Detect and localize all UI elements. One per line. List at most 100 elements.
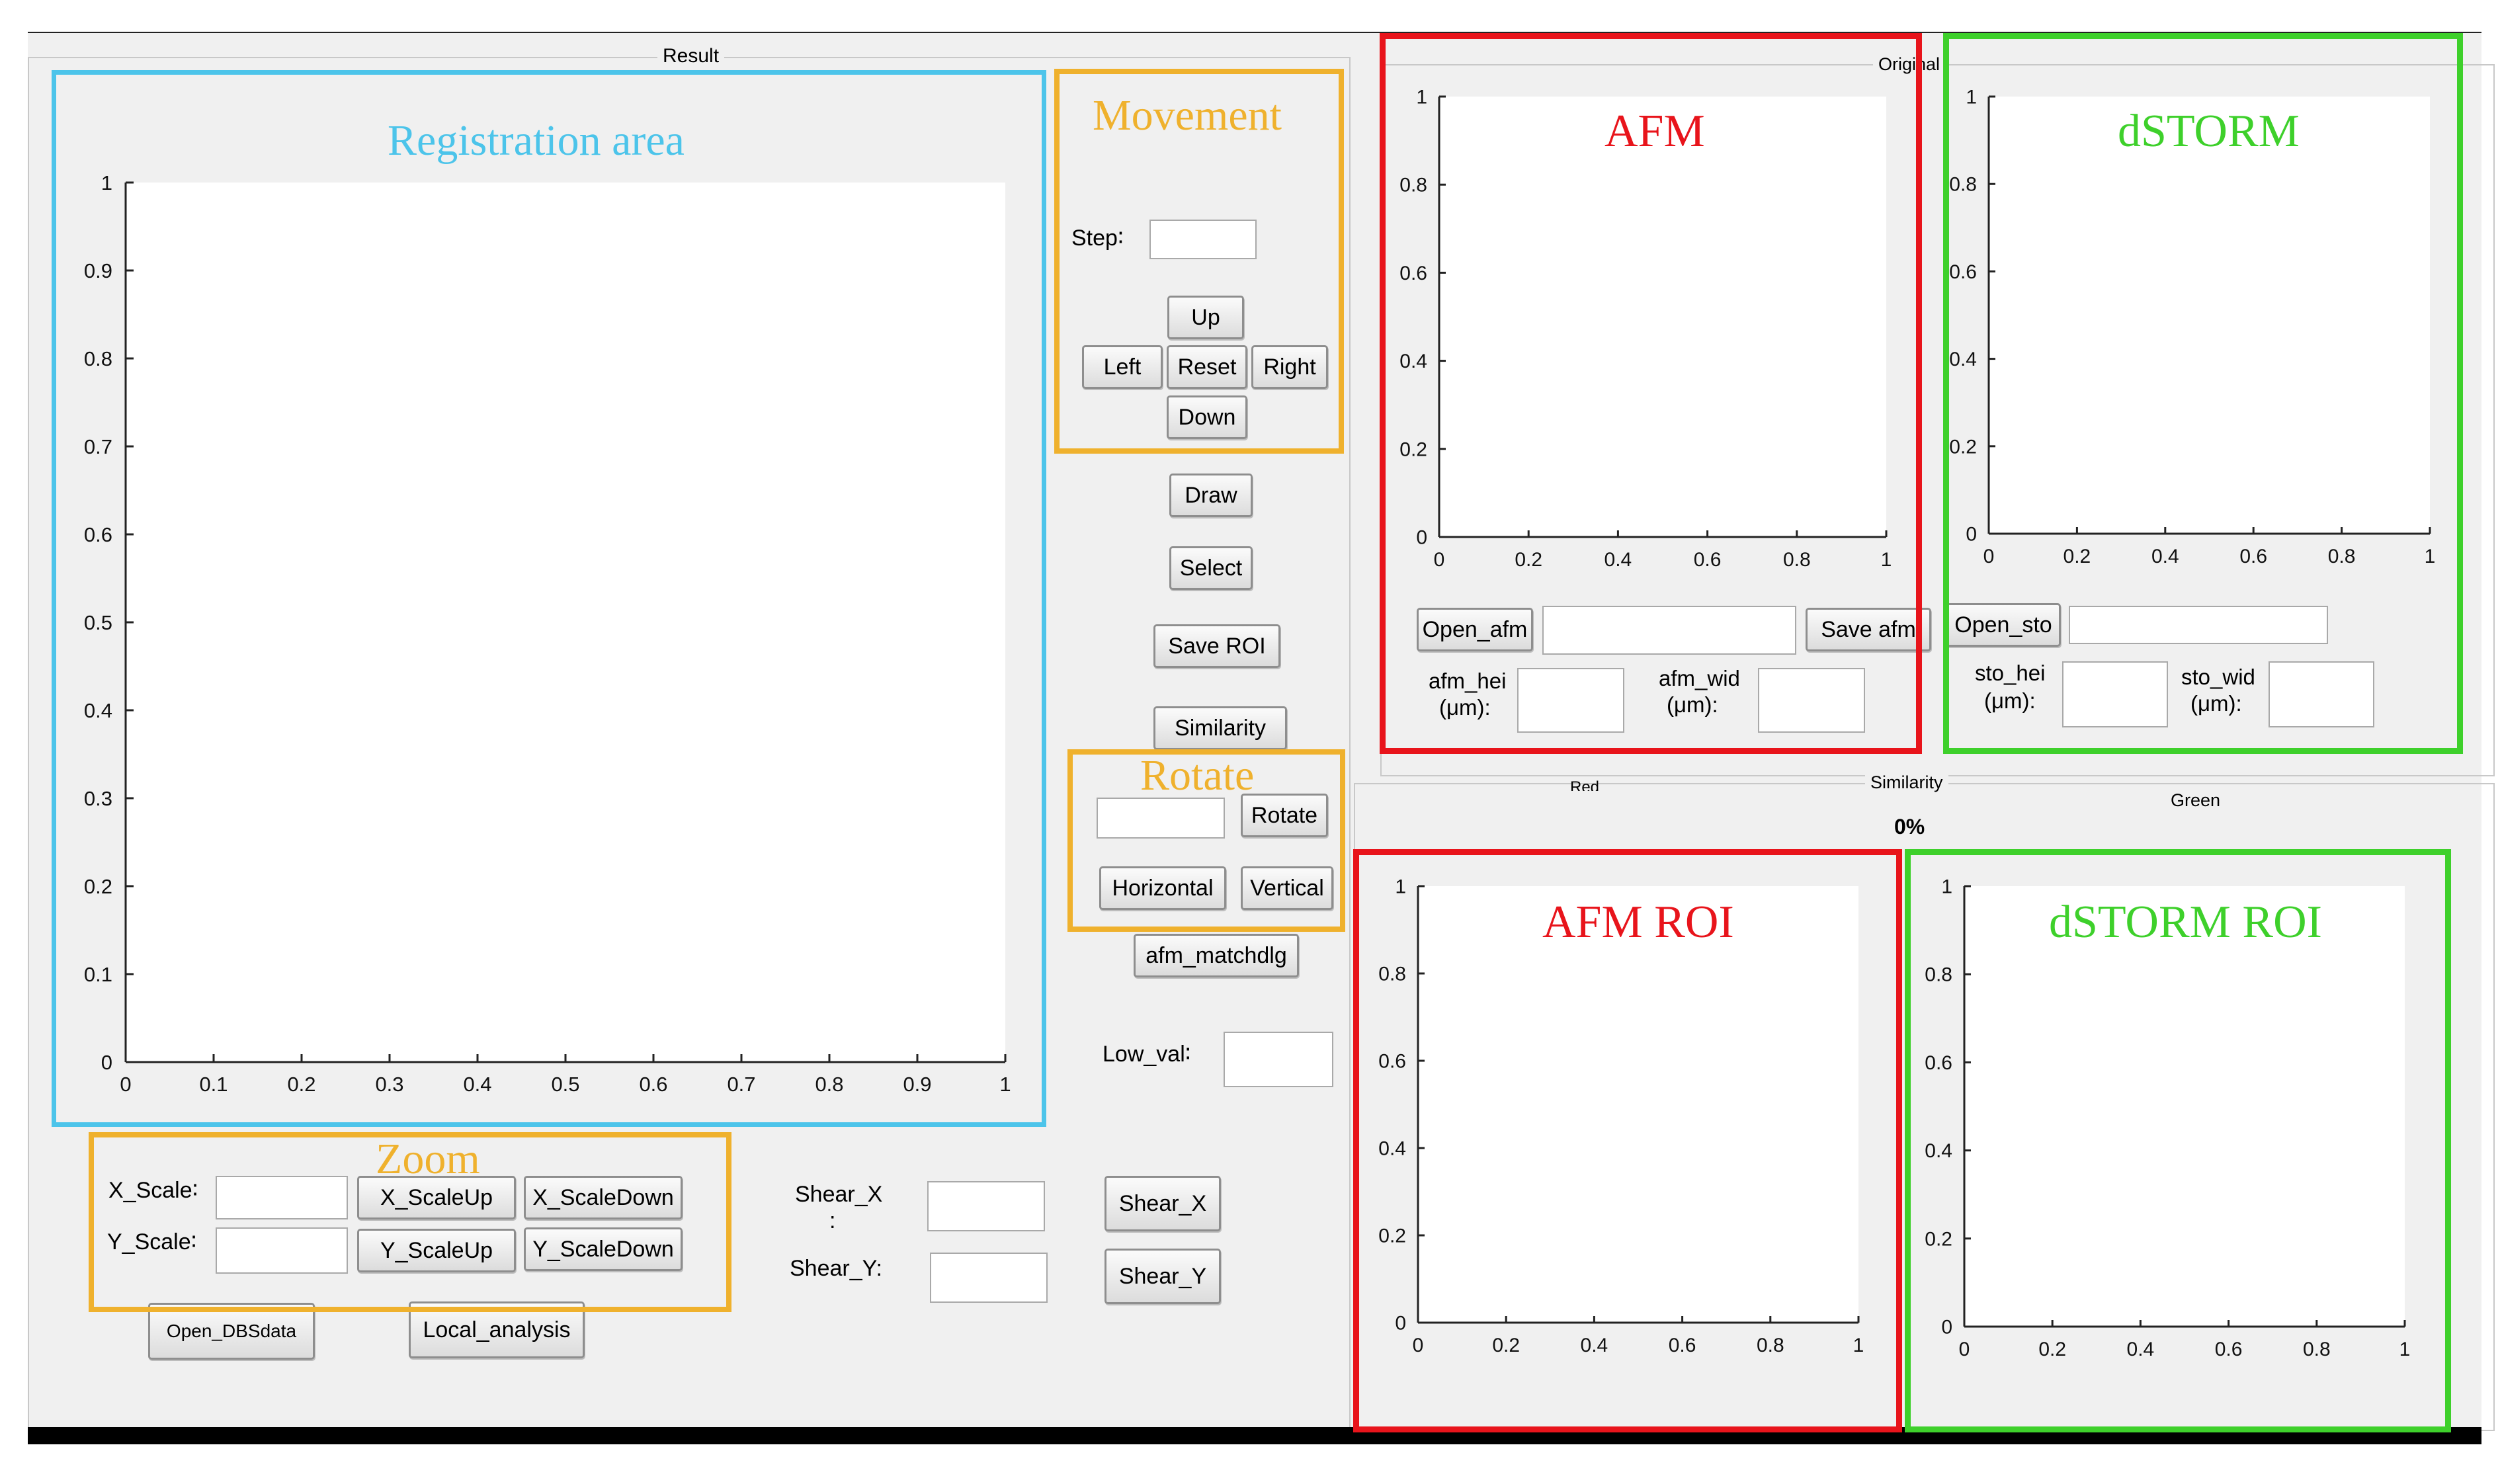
- y-scaledown-button[interactable]: Y_ScaleDown: [524, 1227, 683, 1271]
- sto-hei-input[interactable]: [2062, 661, 2168, 727]
- plot-area: [126, 183, 1005, 1062]
- afm-roi-axes[interactable]: 0 0.2 0.4 0.6 0.8 1 0 0.2 0.4 0.6 0.8 1: [28, 33, 1933, 1389]
- x-tick-label: 0.9: [903, 1073, 931, 1096]
- select-button[interactable]: Select: [1169, 546, 1253, 590]
- open-sto-button[interactable]: Open_sto: [1946, 603, 2061, 647]
- shear-y-button[interactable]: Shear_Y: [1104, 1249, 1221, 1304]
- y-tick-label: 0.6: [1378, 1051, 1406, 1073]
- registration-area-label: Registration area: [388, 116, 685, 165]
- open-afm-button[interactable]: Open_afm: [1417, 608, 1533, 651]
- x-scaleup-button[interactable]: X_ScaleUp: [357, 1176, 516, 1219]
- y-tick-label: 0.2: [1925, 1228, 1952, 1250]
- up-button[interactable]: Up: [1167, 296, 1244, 339]
- draw-button[interactable]: Draw: [1169, 474, 1253, 517]
- y-tick-label: 0.6: [1399, 263, 1427, 284]
- y-tick-label: 0.4: [1949, 349, 1977, 370]
- reset-button[interactable]: Reset: [1167, 345, 1247, 389]
- rotate-label: Rotate: [1140, 751, 1255, 800]
- sto-hei-label-2: (μm):: [1984, 688, 2036, 713]
- result-panel-title: Result: [657, 45, 725, 67]
- y-tick-label: 1: [1416, 87, 1427, 108]
- x-scaledown-button[interactable]: X_ScaleDown: [524, 1176, 683, 1219]
- afm-hei-input[interactable]: [1517, 668, 1624, 733]
- shear-x-input[interactable]: [927, 1181, 1045, 1231]
- y-tick-label: 0.2: [1399, 438, 1427, 460]
- y-tick-label: 0.9: [84, 259, 112, 282]
- y-tick-label: 0.8: [1378, 964, 1406, 985]
- horizontal-button[interactable]: Horizontal: [1099, 866, 1226, 910]
- low-val-input[interactable]: [1224, 1032, 1333, 1087]
- open-dbsdata-button[interactable]: Open_DBSdata: [148, 1303, 315, 1360]
- y-tick-label: 0.4: [1378, 1138, 1406, 1160]
- shear-x-button[interactable]: Shear_X: [1104, 1176, 1221, 1231]
- x-tick-label: 0: [1434, 549, 1445, 571]
- zoom-highlight: [89, 1132, 731, 1312]
- y-tick-label: 0: [1416, 527, 1427, 549]
- rotate-angle-input[interactable]: [1097, 798, 1225, 839]
- y-tick-label: 0.8: [1925, 964, 1952, 986]
- down-button[interactable]: Down: [1167, 395, 1247, 439]
- left-button[interactable]: Left: [1082, 345, 1163, 389]
- x-tick-label: 0.6: [1694, 549, 1722, 571]
- afm-matchdlg-button[interactable]: afm_matchdlg: [1134, 934, 1299, 977]
- x-tick-label: 0.2: [2038, 1339, 2066, 1360]
- y-scale-input[interactable]: [216, 1227, 348, 1274]
- x-tick-label: 0.6: [1669, 1335, 1696, 1356]
- y-tick-label: 0.4: [1925, 1140, 1952, 1162]
- afm-hei-label-1: afm_hei: [1429, 669, 1507, 693]
- x-tick-label: 0.2: [1492, 1335, 1520, 1356]
- y-tick-label: 0: [1941, 1317, 1952, 1339]
- x-tick-label: 1: [1881, 549, 1892, 571]
- x-tick-label: 0.8: [1757, 1335, 1784, 1356]
- similarity-button[interactable]: Similarity: [1153, 706, 1287, 750]
- step-label: Step∶: [1071, 226, 1124, 251]
- shear-y-label: Shear_Y:: [790, 1256, 882, 1281]
- save-afm-button[interactable]: Save afm: [1806, 608, 1931, 651]
- rotate-button[interactable]: Rotate: [1241, 794, 1328, 837]
- x-scale-label: X_Scale∶: [108, 1178, 198, 1203]
- y-tick-label: 0.6: [84, 523, 112, 546]
- sto-wid-input[interactable]: [2269, 661, 2374, 727]
- sto-file-input[interactable]: [2069, 606, 2328, 644]
- plot-area: [1439, 97, 1886, 537]
- registration-area-highlight: [52, 70, 1046, 1127]
- afm-file-input[interactable]: [1542, 606, 1796, 655]
- x-tick-label: 0.5: [551, 1073, 579, 1096]
- y-scaleup-button[interactable]: Y_ScaleUp: [357, 1229, 516, 1272]
- x-scale-input[interactable]: [216, 1176, 348, 1219]
- x-tick-label: 0.6: [639, 1073, 667, 1096]
- y-tick-label: 1: [1941, 876, 1952, 898]
- zoom-label: Zoom: [376, 1135, 480, 1183]
- afm-wid-input[interactable]: [1758, 668, 1865, 733]
- x-tick-label: 0.4: [1581, 1335, 1608, 1356]
- afm-roi-highlight: [1353, 849, 1902, 1432]
- y-tick-label: 0.2: [1378, 1225, 1406, 1247]
- similarity-panel-title: Similarity: [1865, 771, 1948, 794]
- original-panel-title: Original: [1873, 53, 1946, 75]
- dstorm-highlight: [1943, 33, 2463, 754]
- afm-wid-label-1: afm_wid: [1659, 666, 1740, 690]
- shear-y-input[interactable]: [930, 1253, 1048, 1303]
- x-tick-label: 1: [2425, 546, 2436, 567]
- movement-highlight: [1054, 69, 1344, 454]
- x-tick-label: 0.6: [2239, 546, 2267, 567]
- plot-area: [1418, 886, 1858, 1323]
- vertical-button[interactable]: Vertical: [1241, 866, 1333, 910]
- x-tick-label: 0: [1983, 546, 1995, 567]
- right-button[interactable]: Right: [1251, 345, 1328, 389]
- plot-area: [1989, 97, 2430, 534]
- x-tick-label: 1: [2399, 1339, 2411, 1360]
- save-roi-button[interactable]: Save ROI: [1153, 624, 1280, 668]
- plot-area: [1964, 886, 2405, 1327]
- x-tick-label: 0.4: [463, 1073, 491, 1096]
- dstorm-roi-axes[interactable]: 0 0.2 0.4 0.6 0.8 1 0 0.2 0.4 0.6 0.8 1: [28, 33, 2475, 1389]
- dstorm-label: dSTORM: [2118, 106, 2300, 157]
- step-input[interactable]: [1149, 220, 1257, 259]
- red-subtitle: Red: [1570, 778, 1600, 791]
- shear-x-colon: :: [829, 1208, 836, 1233]
- x-tick-label: 0.4: [1604, 549, 1632, 571]
- y-tick-label: 1: [1966, 87, 1977, 108]
